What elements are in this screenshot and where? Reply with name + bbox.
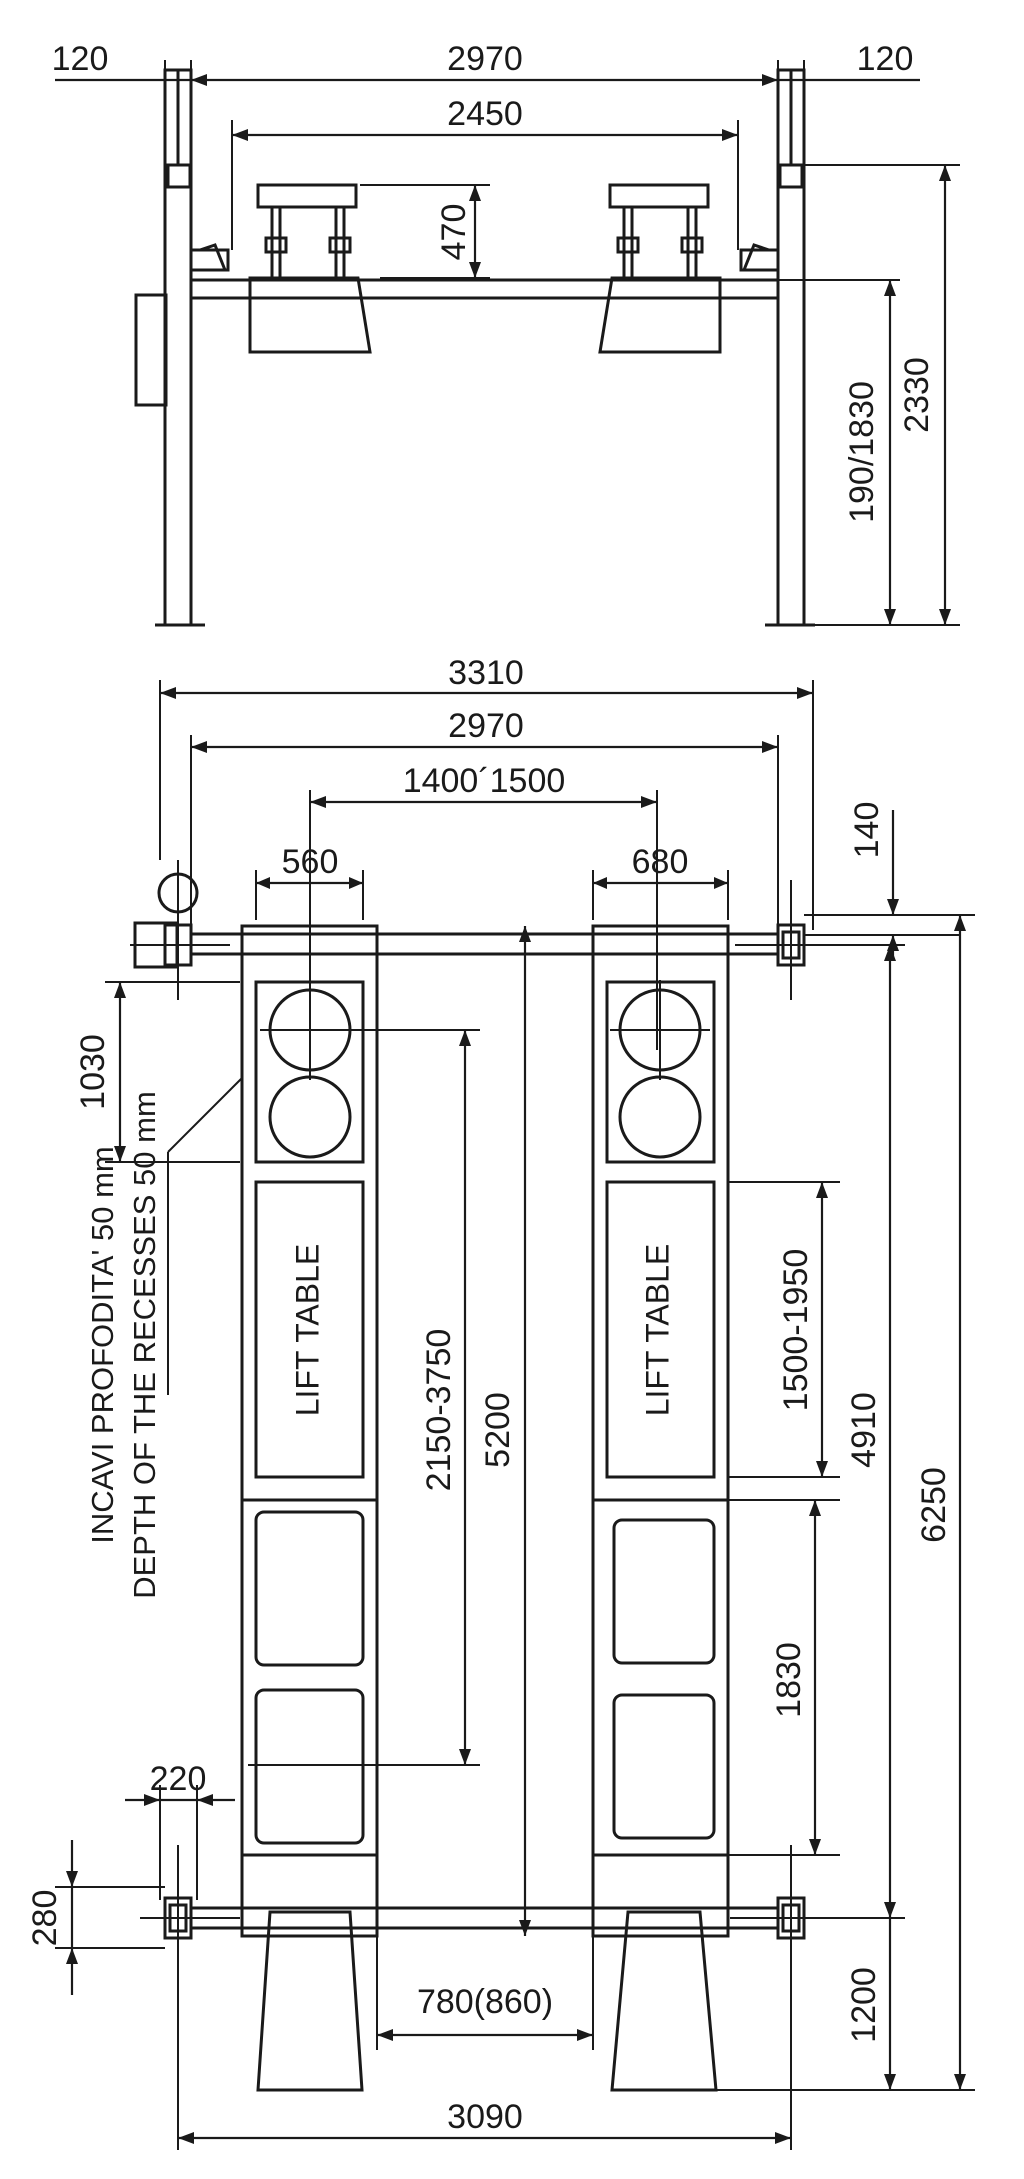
dim-table-travel: 2150-3750 (420, 1329, 458, 1492)
right-lift-table-label: LIFT TABLE (639, 1244, 675, 1417)
crossbeam (189, 278, 780, 300)
left-lift-table-label: LIFT TABLE (289, 1244, 325, 1417)
dim-runway-length: 5200 (479, 1392, 517, 1468)
dim-offset-top: 140 (848, 802, 886, 859)
left-runway-section (248, 276, 372, 354)
dim-post-center: 2970 (447, 40, 523, 78)
left-post-cap (166, 163, 192, 189)
recess-note-en: DEPTH OF THE RECESSES 50 mm (127, 1091, 162, 1599)
dim-recess-length: 1030 (74, 1034, 112, 1110)
front-view: 120 2970 120 2450 470 190/1830 2330 (52, 40, 960, 627)
dim-overall-length: 6250 (915, 1467, 953, 1543)
dim-overall-height: 2330 (898, 357, 936, 433)
dim-section-1830: 1830 (770, 1642, 808, 1718)
right-ramp (610, 1910, 718, 2092)
recess-note-it: INCAVI PROFODITA' 50 mm (85, 1146, 120, 1543)
right-runway: LIFT TABLE (591, 924, 730, 1938)
control-box (134, 293, 168, 407)
dim-post-left: 120 (52, 40, 109, 78)
dim-right-platform: 680 (632, 843, 689, 881)
dim-post-right: 120 (857, 40, 914, 78)
dim-base-220: 220 (150, 1760, 207, 1798)
dim-lift-height: 190/1830 (843, 381, 881, 523)
right-post-cap (778, 163, 804, 189)
dim-base-280: 280 (26, 1890, 64, 1947)
post-bottom-left (140, 1845, 240, 1990)
left-ramp (256, 1910, 364, 2092)
left-jack-plate (256, 183, 358, 209)
plan-view: 3310 2970 1400´1500 560 680 (26, 654, 975, 2150)
dim-overall-width: 3310 (448, 654, 524, 692)
dim-end-1200: 1200 (845, 1967, 883, 2043)
dim-runway-span: 2450 (447, 95, 523, 133)
dim-jack-height: 470 (435, 204, 473, 261)
dim-adjust-range: 1400´1500 (403, 762, 566, 800)
post-top-left (130, 860, 230, 1000)
dim-left-platform: 560 (282, 843, 339, 881)
post-top-right (735, 880, 830, 1000)
right-jack-plate (608, 183, 710, 209)
right-runway-section (598, 276, 722, 354)
dim-column-width: 2970 (448, 707, 524, 745)
top-crossbeam (189, 932, 780, 956)
left-runway: LIFT TABLE (240, 924, 379, 1938)
dim-base-width: 3090 (447, 2098, 523, 2136)
dim-inner-gap: 780(860) (417, 1983, 553, 2021)
dim-inner-length: 4910 (845, 1392, 883, 1468)
dim-table-length: 1500-1950 (777, 1249, 815, 1412)
